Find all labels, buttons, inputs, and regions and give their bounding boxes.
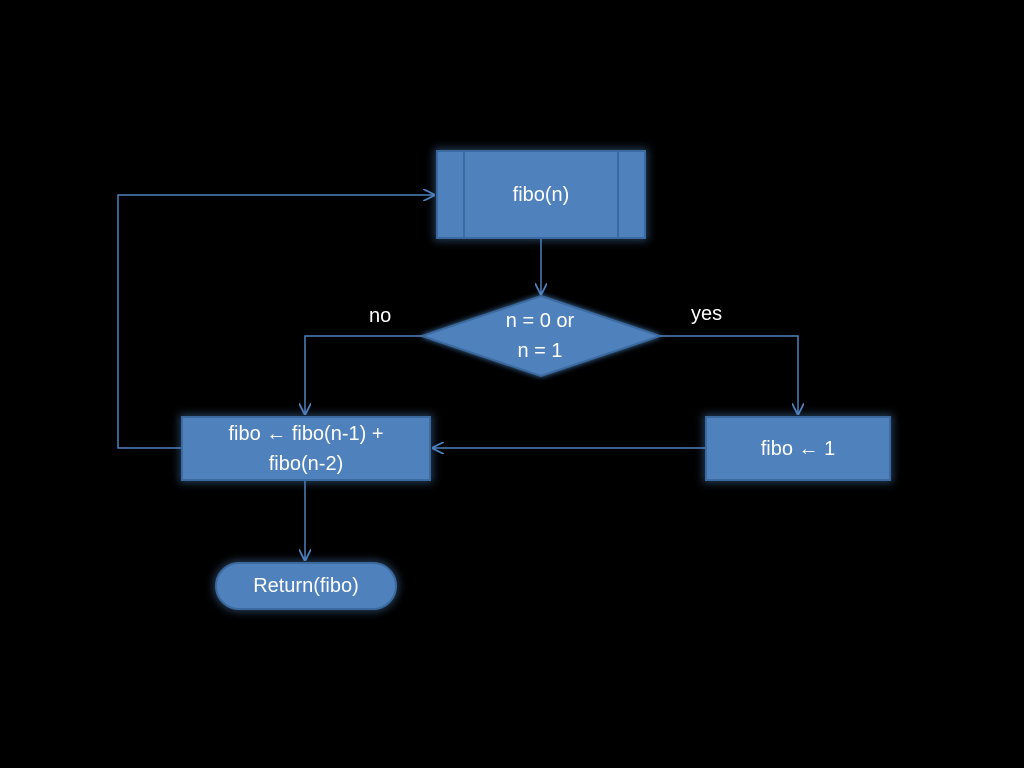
process-bar-right <box>617 152 619 237</box>
arrow-yes-branch <box>660 335 798 414</box>
start-process-box: fibo(n) <box>436 150 646 239</box>
recurse-process-box: fibo ← fibo(n-1) + fibo(n-2) <box>181 416 431 481</box>
arrow-no-branch <box>305 335 422 414</box>
decision-label: n = 0 or n = 1 <box>505 310 575 362</box>
arrow-loop-back <box>117 195 434 449</box>
recurse-label: fibo ← fibo(n-1) + fibo(n-2) <box>228 422 384 475</box>
start-label: fibo(n) <box>512 183 570 206</box>
return-label: Return(fibo) <box>253 575 359 597</box>
branch-label-yes: yes <box>691 303 723 325</box>
base-label: fibo ← 1 <box>760 437 836 460</box>
process-bar-left <box>463 152 465 237</box>
return-terminator: Return(fibo) <box>215 562 397 610</box>
decision-diamond <box>418 294 664 378</box>
base-case-box: fibo ← 1 <box>705 416 891 481</box>
branch-label-no: no <box>369 305 392 327</box>
